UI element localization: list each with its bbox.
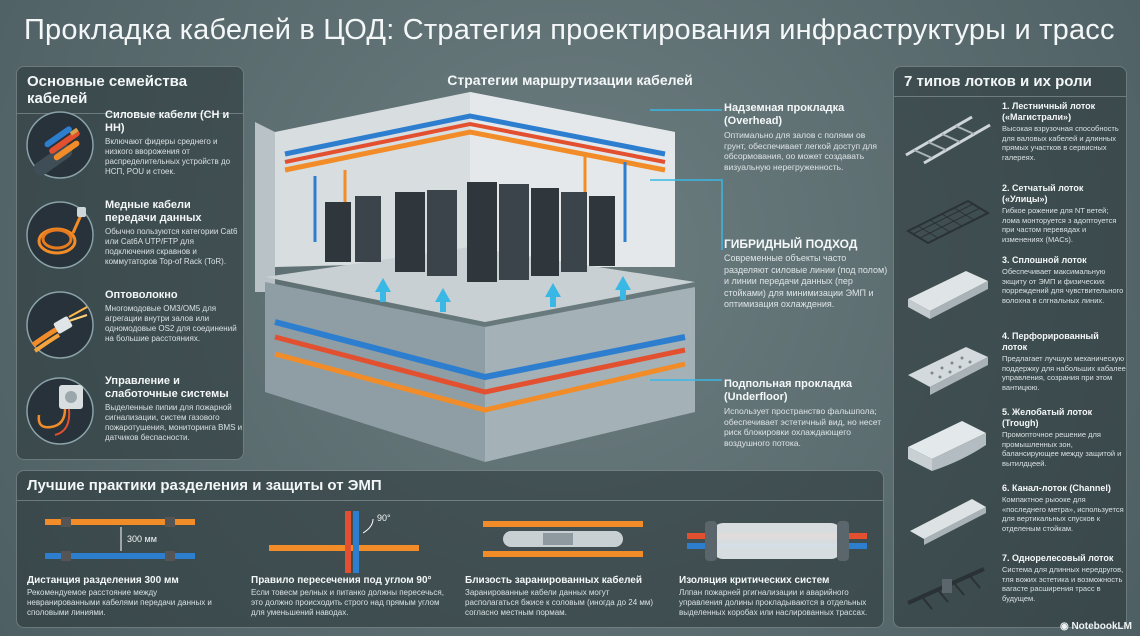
practice-desc: Рекомендуемое расстояние между невраниро… bbox=[27, 588, 212, 617]
notebooklm-logo-icon: ◉ bbox=[1059, 621, 1069, 632]
callout-title: Надземная прокладка (Overhead) bbox=[724, 102, 845, 127]
practice-title: Изоляция критических систем bbox=[679, 575, 830, 586]
callout-desc: Оптимально для залов с полями ов грунт, … bbox=[724, 130, 877, 172]
family-item-power: Силовые кабели (СН и НН) Включают фидеры… bbox=[25, 109, 241, 197]
tray-desc: Промопточное решение для промышленных зо… bbox=[1002, 430, 1122, 468]
cable-families-panel: Основные семейства кабелей Силовые кабел… bbox=[16, 66, 244, 460]
airflow-arrows bbox=[375, 276, 631, 312]
callout-leader-lines bbox=[650, 109, 723, 381]
practice-title: Правило пересечения под углом 90° bbox=[251, 575, 432, 586]
angle-label: 90° bbox=[377, 513, 391, 523]
callout-hybrid: ГИБРИДНЫЙ ПОДХОД Современные объекты час… bbox=[724, 238, 888, 311]
tray-title: 5. Желобатый лоток (Trough) bbox=[1002, 407, 1093, 428]
family-desc: Многомодовые OM3/OM5 для агрегации внутр… bbox=[105, 304, 237, 343]
fiber-optic-icon bbox=[25, 289, 95, 361]
trough-tray-icon bbox=[902, 411, 994, 473]
channel-tray-icon bbox=[902, 487, 994, 549]
ladder-tray-icon bbox=[902, 105, 994, 167]
callout-desc: Использует пространство фальшпола; обесп… bbox=[724, 406, 882, 448]
separation-label: 300 мм bbox=[127, 534, 157, 544]
panel-title: 7 типов лотков и их роли bbox=[894, 67, 1126, 97]
tray-title: 7. Однорелесовый лоток bbox=[1002, 553, 1114, 563]
tray-title: 1. Лестничный лоток («Магистрали») bbox=[1002, 101, 1096, 122]
practice-separation: 300 мм Дистанция разделения 300 мм Реком… bbox=[19, 507, 231, 625]
practice-isolation: Изоляция критических систем Ллпан пожарн… bbox=[671, 507, 883, 625]
practice-crossing: 90° Правило пересечения под углом 90° Ес… bbox=[243, 507, 455, 625]
tray-desc: Предлагает лучшую механическую поддержку… bbox=[1002, 354, 1126, 392]
practice-desc: Если товесм релных и питанко должны пере… bbox=[251, 588, 444, 617]
tray-desc: Гибкое рожение для NT ветей; лома монтор… bbox=[1002, 206, 1117, 244]
callout-overhead: Надземная прокладка (Overhead) Оптимальн… bbox=[724, 102, 888, 172]
tray-item-perforated: 4. Перфорированный лоток Предлагает лучш… bbox=[902, 331, 1126, 409]
tray-title: 4. Перфорированный лоток bbox=[1002, 331, 1099, 352]
underfloor-cables bbox=[274, 319, 686, 413]
tray-item-channel: 6. Канал-лоток (Channel) Компактное рыоо… bbox=[902, 483, 1124, 561]
tray-title: 6. Канал-лоток (Channel) bbox=[1002, 483, 1111, 493]
panel-title: Основные семейства кабелей bbox=[17, 67, 243, 114]
callout-title: ГИБРИДНЫЙ ПОДХОД bbox=[724, 237, 858, 251]
practice-desc: Ллпан пожарней ргигнализации и аварийног… bbox=[679, 588, 868, 617]
family-item-control: Управление и слаботочные системы Выделен… bbox=[25, 375, 243, 463]
tray-item-trough: 5. Желобатый лоток (Trough) Промопточное… bbox=[902, 407, 1124, 485]
tray-desc: Система для длинных нередругов, тля вожи… bbox=[1002, 565, 1124, 603]
practice-title: Дистанция разделения 300 мм bbox=[27, 575, 179, 586]
control-system-icon bbox=[25, 375, 95, 447]
shielded-illustration bbox=[463, 507, 663, 573]
family-item-copper: Медные кабели передачи данных Обычно пол… bbox=[25, 199, 241, 287]
server-racks bbox=[325, 182, 615, 282]
datacenter-3d-illustration bbox=[255, 92, 695, 462]
perforated-tray-icon bbox=[902, 335, 994, 397]
tray-desc: Компактное рыооке для «последнего метра»… bbox=[1002, 495, 1124, 533]
tray-types-panel: 7 типов лотков и их роли 1. Лестничный л… bbox=[893, 66, 1127, 628]
tray-item-single-rail: 7. Однорелесовый лоток Система для длинн… bbox=[902, 553, 1124, 631]
main-title: Прокладка кабелей в ЦОД: Стратегия проек… bbox=[24, 14, 1115, 46]
callout-underfloor: Подпольная прокладка (Underfloor) Исполь… bbox=[724, 378, 888, 448]
single-rail-tray-icon bbox=[902, 557, 994, 619]
tray-desc: Высокая взрузочная способность для валов… bbox=[1002, 124, 1119, 162]
family-title: Медные кабели передачи данных bbox=[105, 199, 202, 224]
power-cable-icon bbox=[25, 109, 95, 181]
family-item-fiber: Оптоволокно Многомодовые OM3/OM5 для агр… bbox=[25, 289, 241, 377]
family-desc: Обычно пользуются категории Cat6 или Cat… bbox=[105, 227, 238, 266]
tray-title: 3. Сплошной лоток bbox=[1002, 255, 1087, 265]
solid-tray-icon bbox=[902, 259, 994, 321]
mesh-tray-icon bbox=[902, 187, 994, 249]
emi-practices-panel: Лучшие практики разделения и защиты от Э… bbox=[16, 470, 884, 628]
separation-illustration: 300 мм bbox=[25, 507, 225, 573]
tray-title: 2. Сетчатый лоток («Улицы») bbox=[1002, 183, 1084, 204]
crossing-illustration: 90° bbox=[249, 507, 449, 573]
tray-item-ladder: 1. Лестничный лоток («Магистрали») Высок… bbox=[902, 101, 1124, 179]
tray-item-mesh: 2. Сетчатый лоток («Улицы») Гибкое рожен… bbox=[902, 183, 1124, 261]
family-desc: Выделенные пипии для пожарной сигнализац… bbox=[105, 403, 243, 442]
family-title: Силовые кабели (СН и НН) bbox=[105, 109, 230, 134]
callout-desc: Современные объекты часто разделяют сило… bbox=[724, 253, 888, 309]
tray-item-solid: 3. Сплошной лоток Обеспечивает максималь… bbox=[902, 255, 1124, 333]
copper-cable-icon bbox=[25, 199, 95, 271]
practice-desc: Заранированные кабели данных могут распо… bbox=[465, 588, 654, 617]
practice-title: Близость заранированных кабелей bbox=[465, 575, 643, 586]
callout-title: Подпольная прокладка (Underfloor) bbox=[724, 378, 852, 403]
practice-shielded: Близость заранированных кабелей Зараниро… bbox=[457, 507, 669, 625]
tray-desc: Обеспечивает максимальную экщиту от ЭМП … bbox=[1002, 267, 1124, 305]
family-desc: Включают фидеры среднего и низкого вворо… bbox=[105, 137, 231, 176]
brand-name: NotebookLM bbox=[1071, 621, 1132, 632]
family-title: Оптоволокно bbox=[105, 289, 178, 301]
routing-strategies-title: Стратегии маршрутизации кабелей bbox=[447, 72, 693, 88]
panel-title: Лучшие практики разделения и защиты от Э… bbox=[17, 471, 883, 501]
brand-mark: ◉ NotebookLM bbox=[1060, 621, 1132, 632]
isolation-illustration bbox=[677, 507, 877, 573]
family-title: Управление и слаботочные системы bbox=[105, 375, 229, 400]
